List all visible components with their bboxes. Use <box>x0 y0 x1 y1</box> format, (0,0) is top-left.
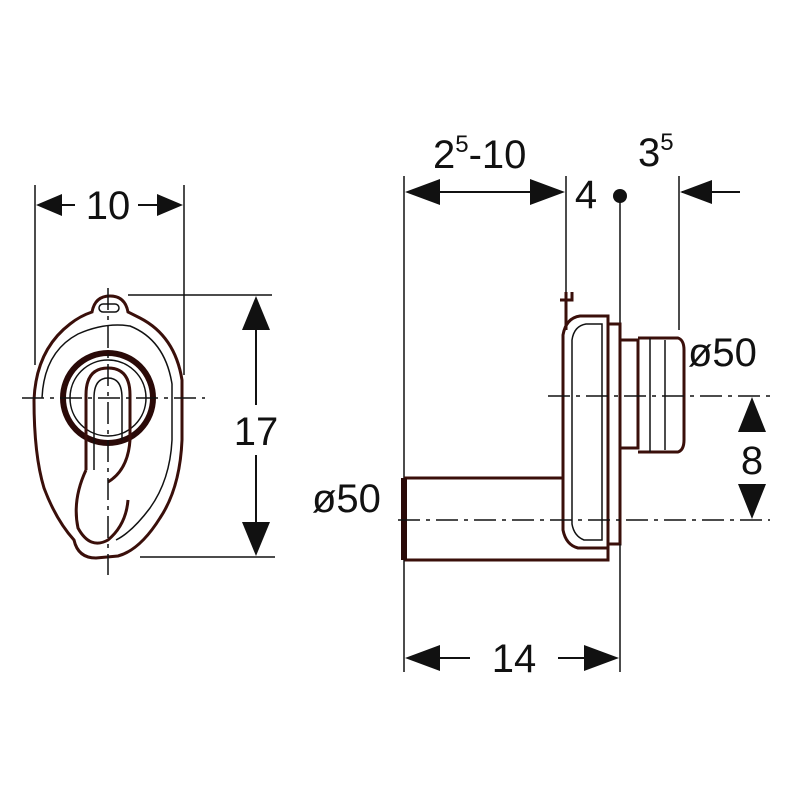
arrow-top-right <box>680 180 712 204</box>
height-arrow-bottom <box>242 522 270 556</box>
front-inner-outline <box>41 324 173 541</box>
width-arrow-right <box>157 194 183 216</box>
inlet-pipe <box>404 476 610 562</box>
arrow-top-left-end <box>530 179 565 205</box>
inlet-bulge <box>74 469 130 545</box>
reference-dot <box>613 189 627 203</box>
outlet-diameter-label: ø50 <box>688 331 757 375</box>
arrow-8-bottom <box>738 484 766 519</box>
width-arrow-left <box>36 194 62 216</box>
outlet-collar <box>618 338 640 450</box>
offset-label: 8 <box>741 439 763 483</box>
inlet-diameter-label: ø50 <box>312 477 381 521</box>
arrow-top-left-start <box>405 179 440 205</box>
width-label: 10 <box>86 184 131 228</box>
dim-label-top-right: 35 <box>638 129 674 175</box>
dim-top-right-base: 3 <box>638 131 660 175</box>
dim-top-left-base: 2 <box>433 133 455 177</box>
dim-top-left-rest: -10 <box>469 133 527 177</box>
dim-label-top-mid: 4 <box>575 173 597 217</box>
arrow-14-right <box>584 645 619 671</box>
depth-label: 14 <box>492 637 537 681</box>
arrow-14-left <box>405 645 440 671</box>
dim-top-left-sup: 5 <box>455 131 468 158</box>
wall-flange <box>606 322 622 546</box>
front-body-outline <box>32 294 184 560</box>
height-arrow-top <box>242 296 270 330</box>
dim-label-top-left: 25-10 <box>433 131 526 177</box>
dim-top-right-sup: 5 <box>660 129 673 156</box>
height-label: 17 <box>234 410 279 454</box>
trap-body-side-inner <box>571 323 603 541</box>
trap-inner-loop <box>84 366 132 484</box>
arrow-8-top <box>738 397 766 432</box>
front-view: 10 17 <box>22 184 278 575</box>
side-view: 25-10 4 35 ø50 ø50 8 <box>312 129 770 681</box>
hanging-slot <box>98 303 120 313</box>
outlet-spigot <box>638 336 686 454</box>
